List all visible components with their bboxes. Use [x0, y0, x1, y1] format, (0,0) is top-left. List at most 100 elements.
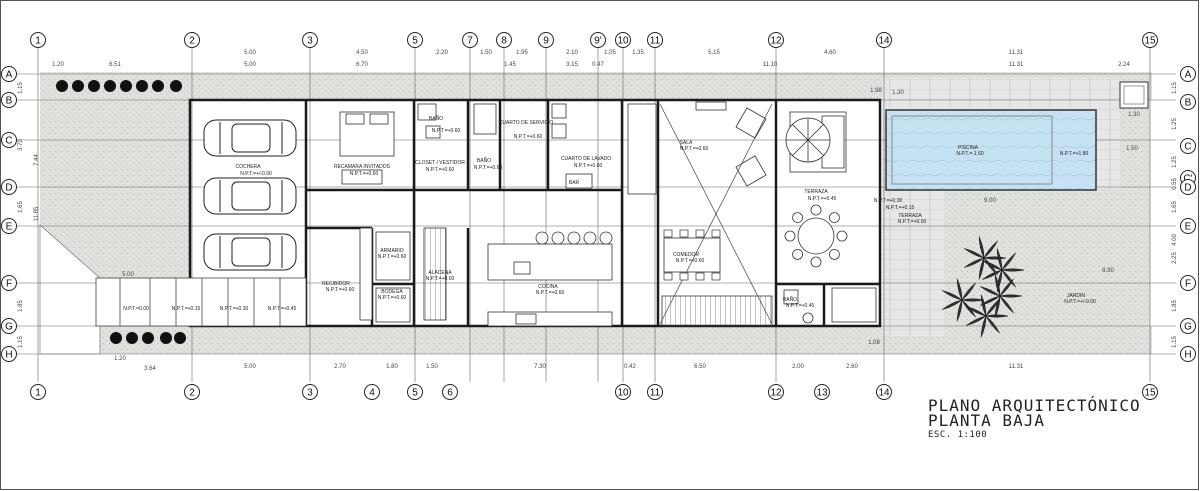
axis-bubble-bottom: 13 [814, 384, 830, 400]
cooktop-icon [513, 261, 531, 275]
chair-icon [695, 229, 705, 238]
dim-bottom-2: 3.64 [144, 366, 156, 372]
label-jardin: JARDIN [1067, 293, 1085, 299]
chair-icon [679, 272, 689, 281]
label-bano-3: BAÑO [783, 296, 797, 303]
svg-text:1: 1 [35, 36, 41, 47]
dim-bottom-1: 6.50 [694, 364, 706, 370]
npt-cuarto-servicio: N.P.T.=+0.60 [514, 134, 543, 140]
dim-left: 1.85 [18, 300, 24, 312]
label-recibidor: RECIBIDOR [322, 281, 350, 287]
chair-icon [711, 272, 721, 281]
axis-bubble-top: 2 [184, 32, 200, 48]
dim-top-2: 11.10 [763, 62, 778, 68]
svg-text:3: 3 [307, 36, 313, 47]
npt-sala: N.P.T.=+0.60 [680, 146, 709, 152]
shrub-icon [174, 332, 186, 344]
dim-bottom-2: 1.20 [114, 356, 126, 362]
svg-text:C': C' [1183, 174, 1192, 185]
dim-bottom-1: 2.00 [792, 364, 804, 370]
umbrella-icon [785, 117, 831, 163]
dim-left: 1.15 [18, 82, 24, 94]
label-recamara: RECAMARA INVITADOS [334, 164, 391, 170]
axis-bubble-bottom: 4 [364, 384, 380, 400]
svg-text:3: 3 [307, 388, 313, 399]
axis-bubble-left: B [1, 92, 17, 108]
npt-terraza-2: N.P.T.=+0.00 [898, 219, 927, 225]
npt-bano-3: N.P.T.=+0.45 [786, 303, 815, 309]
chairs [535, 204, 848, 281]
palm-trees [942, 236, 1025, 338]
axis-bubble-bottom: 10 [615, 384, 631, 400]
chair-icon [792, 248, 804, 260]
svg-text:8: 8 [501, 36, 507, 47]
label-armario: ARMARIO [380, 248, 403, 254]
axis-bubble-left: A [1, 66, 17, 82]
label-closet: CLOSET / VESTIDOR [415, 160, 465, 166]
dim-bottom-1: 2.70 [334, 364, 346, 370]
kitchen-island [487, 243, 613, 281]
axis-bubble-top: 9' [590, 32, 606, 48]
axis-bubble-bottom: 14 [876, 384, 892, 400]
dim-right: 0.55 [1172, 178, 1178, 190]
dim-left: 1.15 [18, 336, 24, 348]
svg-text:10: 10 [617, 388, 629, 399]
shrub-icon [152, 80, 164, 92]
npt-step-30: N.P.T.=+0.30 [220, 306, 249, 312]
npt-step-45: N.P.T.=+0.45 [268, 306, 297, 312]
dim-right: 1.15 [1172, 336, 1178, 348]
dim-top-1: 1.95 [516, 50, 528, 56]
entry-steps [95, 277, 307, 327]
dim-inner: 1.08 [868, 340, 880, 346]
npt-bano-2: N.P.T.=+0.60 [474, 165, 503, 171]
svg-text:D: D [5, 183, 12, 194]
shrubs [56, 80, 186, 344]
dim-inner: 9.00 [984, 198, 996, 204]
axis-bubble-right: D [1180, 179, 1196, 195]
jardin-area [944, 78, 1150, 354]
svg-text:A: A [1185, 70, 1192, 81]
npt-piscina: N.P.T.=-1.60 [956, 151, 984, 157]
car-icon [203, 119, 297, 157]
chair-icon [663, 272, 673, 281]
dim-left-2: 11.85 [34, 206, 40, 221]
label-bano-1: BAÑO [429, 115, 443, 122]
shrub-icon [56, 80, 68, 92]
palm-icon [982, 248, 1025, 292]
dim-inner: 5.00 [122, 272, 134, 278]
dining-table [663, 237, 721, 273]
chair-icon [836, 230, 848, 242]
axis-bubble-top: 7 [462, 32, 478, 48]
shrub-icon [142, 332, 154, 344]
svg-text:B: B [1185, 98, 1192, 109]
label-comedor: COMEDOR [673, 252, 700, 258]
stool-icon [599, 231, 613, 245]
shrub-icon [88, 80, 100, 92]
npt-piscina-2: N.P.T.=+1.80 [1060, 151, 1089, 157]
car-icon [203, 233, 297, 271]
palm-icon [942, 278, 985, 322]
npt-bodega: N.P.T.=+0.60 [378, 295, 407, 301]
axis-bubble-left: E [1, 218, 17, 234]
dim-top-1: 2.20 [436, 50, 448, 56]
axis-bubble-left: D [1, 179, 17, 195]
label-bodega: BODEGA [381, 289, 403, 295]
npt-cocina: N.P.T.=+0.60 [536, 290, 565, 296]
npt-comedor: N.P.T.=+0.60 [676, 258, 705, 264]
dim-top-2: 1.45 [504, 62, 516, 68]
dim-inner: 1.30 [1128, 112, 1140, 118]
label-cuarto-lavado: CUARTO DE LAVADO [561, 156, 611, 162]
svg-text:14: 14 [878, 36, 890, 47]
label-terraza-2: TERRAZA [898, 213, 922, 219]
svg-text:C: C [5, 136, 12, 147]
dim-top-2: 2.24 [1118, 62, 1130, 68]
npt-terraza-1: N.P.T.=+0.45 [808, 196, 837, 202]
dim-right: 4.00 [1172, 234, 1178, 246]
stairs [423, 227, 447, 321]
svg-text:H: H [1184, 350, 1191, 361]
npt-recibidor: N.P.T.=+0.60 [326, 287, 355, 293]
label-sala: SALA [680, 140, 693, 146]
svg-text:15: 15 [1144, 36, 1156, 47]
